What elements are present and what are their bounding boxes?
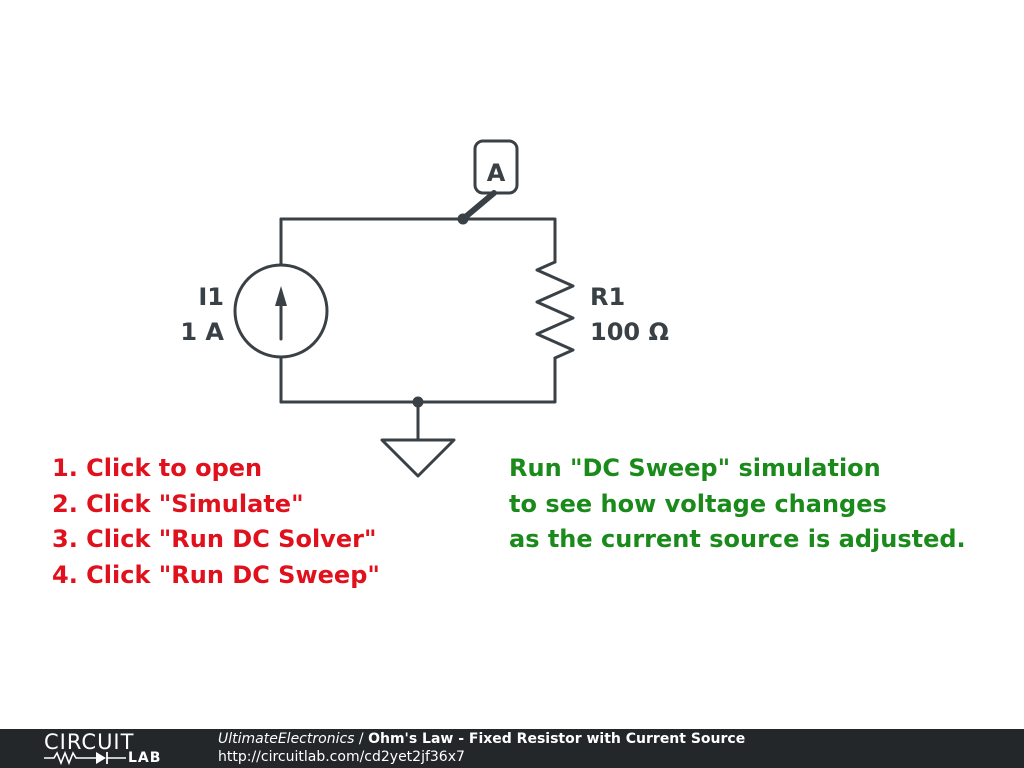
instruction-step: 3. Click "Run DC Solver" [52, 525, 377, 553]
source-name-label: I1 [198, 283, 224, 311]
instruction-step: 1. Click to open [52, 454, 263, 482]
ground-symbol[interactable] [380, 400, 456, 478]
footer-bar: CIRCUIT LAB UltimateElectronics / Ohm's … [0, 729, 1024, 768]
circuitlab-logo[interactable]: CIRCUIT LAB [0, 729, 200, 768]
instruction-step: 4. Click "Run DC Sweep" [52, 560, 380, 589]
note-line: Run "DC Sweep" simulation [509, 454, 881, 482]
circuit-schematic[interactable]: A I1 1 A R1 100 Ω [0, 0, 1024, 728]
top-wire [279, 217, 557, 264]
current-source-i1[interactable] [233, 263, 329, 359]
footer-url[interactable]: http://circuitlab.com/cd2yet2jf36x7 [218, 749, 465, 765]
bottom-wire [279, 356, 557, 404]
probe-label: A [487, 159, 506, 187]
probe-a[interactable]: A [460, 139, 519, 222]
logo-circuit-icon [44, 751, 126, 765]
resistor-name-label: R1 [590, 283, 625, 311]
simulation-note: Run "DC Sweep" simulation to see how vol… [509, 451, 966, 558]
footer-author[interactable]: UltimateElectronics [218, 731, 355, 747]
footer-separator: / [354, 731, 369, 747]
probe-junction-dot [457, 213, 469, 225]
footer-circuit-title[interactable]: Ohm's Law - Fixed Resistor with Current … [368, 731, 746, 747]
instruction-step: 2. Click "Simulate" [52, 489, 304, 518]
note-line: to see how voltage changes [509, 489, 887, 518]
ground-junction-dot [412, 396, 424, 408]
note-line: as the current source is adjusted. [509, 525, 966, 553]
logo-wordmark: CIRCUIT [44, 730, 135, 754]
source-value-label: 1 A [180, 318, 224, 346]
instruction-list: 1. Click to open 2. Click "Simulate" 3. … [52, 451, 380, 593]
resistor-value-label: 100 Ω [590, 318, 669, 346]
footer-title-line: UltimateElectronics / Ohm's Law - Fixed … [218, 731, 745, 748]
logo-lab-text: LAB [128, 750, 162, 766]
resistor-r1[interactable] [535, 260, 575, 360]
